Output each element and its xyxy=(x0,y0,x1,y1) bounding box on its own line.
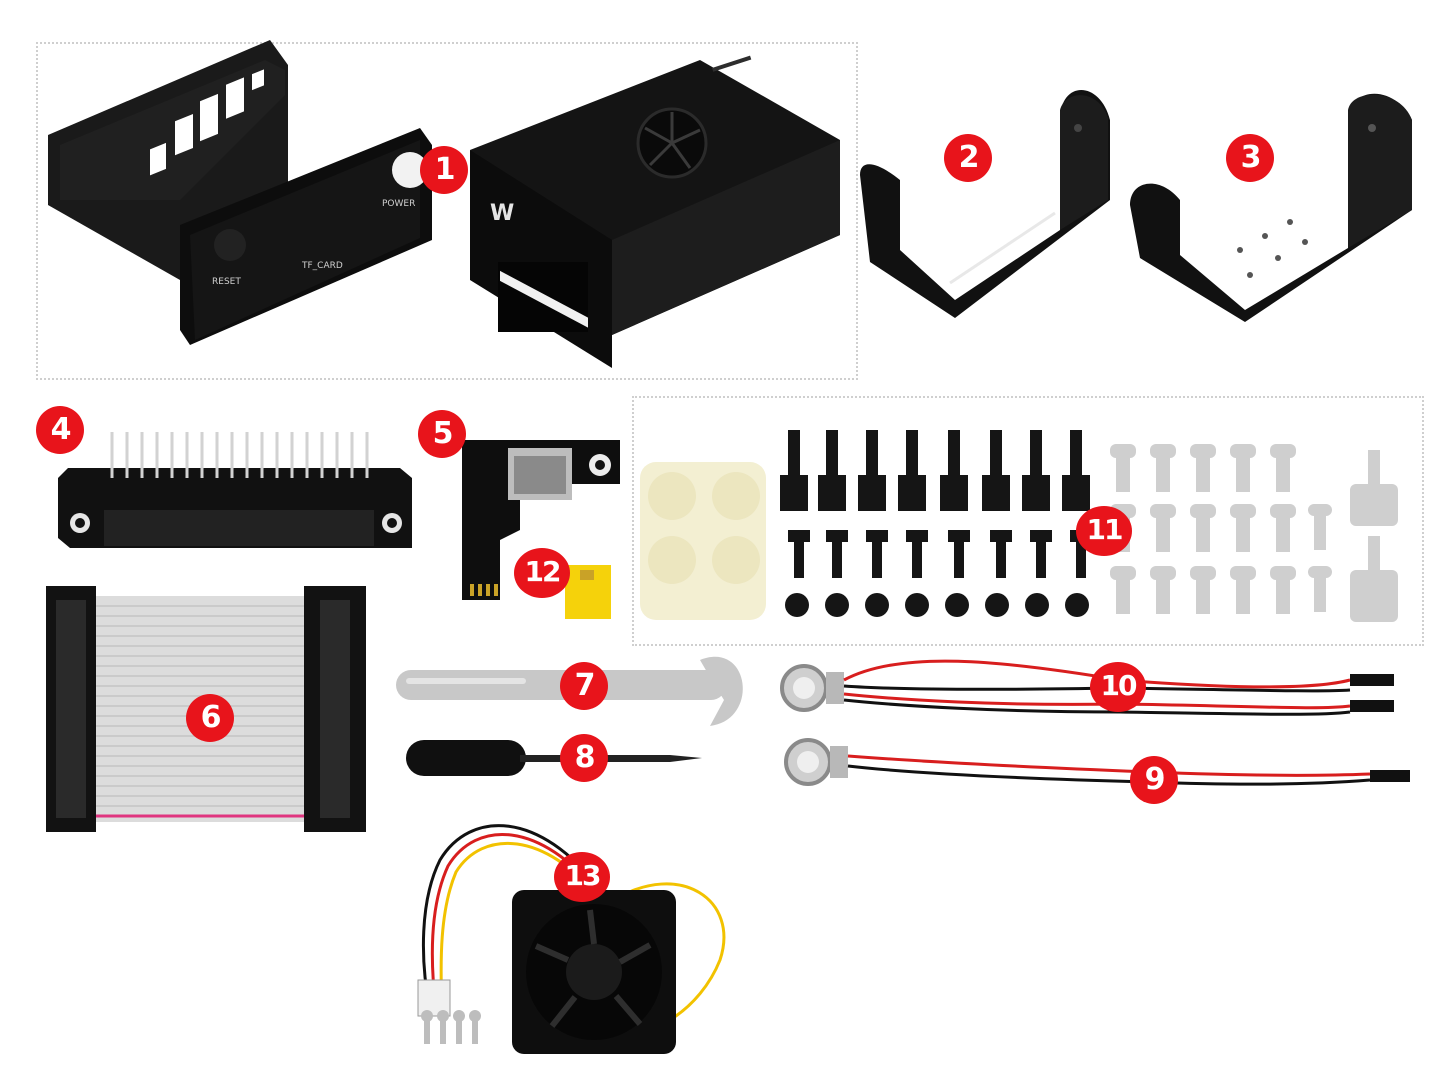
case-power-label: POWER xyxy=(382,199,415,209)
badge-11: 11 xyxy=(1076,506,1132,556)
case-tf-card-label: TF_CARD xyxy=(301,261,343,271)
cooling-fan xyxy=(417,824,726,1054)
gpio-adapter-board xyxy=(58,432,412,548)
badge-1: 1 xyxy=(420,146,468,194)
badge-9: 9 xyxy=(1130,756,1178,804)
case-reset-label: RESET xyxy=(212,277,241,287)
case-parts-frame xyxy=(36,42,858,380)
badge-4: 4 xyxy=(36,406,84,454)
badge-7: 7 xyxy=(560,662,608,710)
badge-8: 8 xyxy=(560,734,608,782)
power-button-cable xyxy=(780,659,1394,716)
gpio-ribbon-cable xyxy=(46,586,366,832)
badge-13: 13 xyxy=(554,852,610,902)
svg-text:W: W xyxy=(490,201,514,226)
screwdriver xyxy=(406,740,702,776)
case-top-cover: W xyxy=(470,55,840,368)
badge-6: 6 xyxy=(186,694,234,742)
badge-5: 5 xyxy=(418,410,466,458)
badge-3: 3 xyxy=(1226,134,1274,182)
case-bottom-panel: RESET TF_CARD POWER xyxy=(48,40,432,345)
heatsink xyxy=(565,565,611,619)
badge-10: 10 xyxy=(1090,662,1146,712)
tf-card-adapter xyxy=(462,440,620,600)
reset-button-cable xyxy=(784,738,1410,786)
screws-and-standoffs xyxy=(640,430,1398,622)
hardware-parts-frame xyxy=(632,396,1424,646)
badge-12: 12 xyxy=(514,548,570,598)
bracket-holed xyxy=(1130,93,1412,322)
badge-2: 2 xyxy=(944,134,992,182)
bracket-slotted xyxy=(860,90,1110,318)
